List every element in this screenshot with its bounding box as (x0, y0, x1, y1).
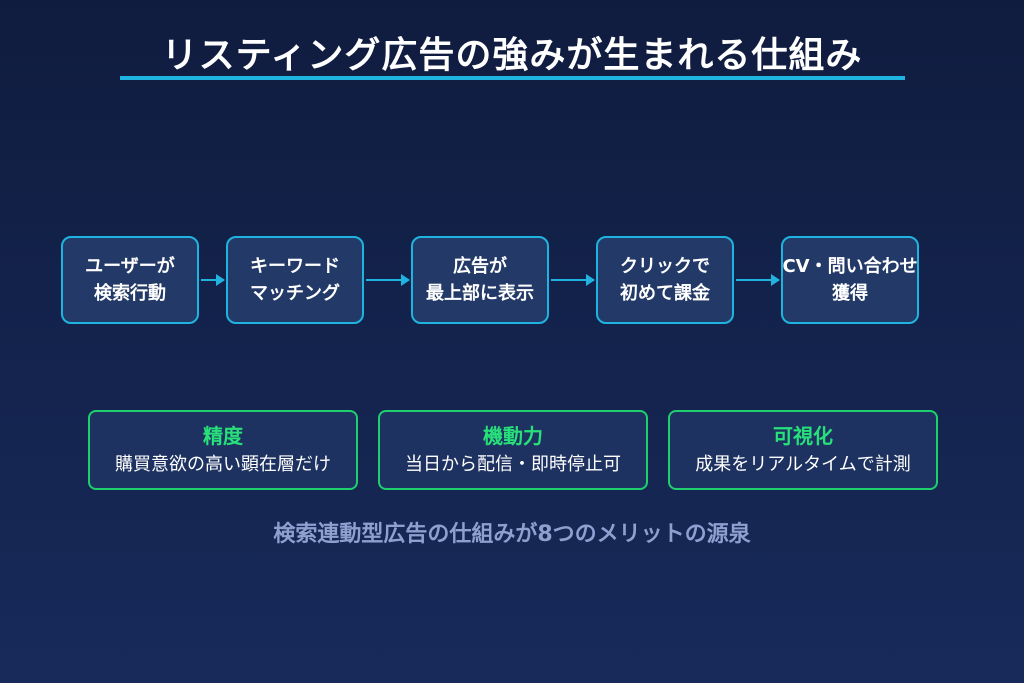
flow-step-label-line2: 初めて課金 (620, 283, 710, 304)
flow-arrow-3 (551, 274, 595, 286)
merit-title: 精度 (203, 424, 243, 448)
flow-step-label-line1: クリックで (620, 256, 710, 277)
title-underline (120, 76, 905, 80)
flow-step-search: ユーザーが 検索行動 (61, 236, 199, 324)
merit-title: 機動力 (483, 424, 543, 448)
footer-caption: 検索連動型広告の仕組みが8つのメリットの源泉 (273, 522, 751, 547)
flow-arrow-2 (366, 274, 410, 286)
merit-description: 成果をリアルタイムで計測 (695, 454, 911, 475)
flow-arrow-4 (736, 274, 780, 286)
flow-step-label-line1: 広告が (453, 256, 507, 277)
merit-description: 当日から配信・即時停止可 (405, 454, 621, 475)
merit-card-agility: 機動力 当日から配信・即時停止可 (378, 410, 648, 490)
flow-step-keyword-matching: キーワード マッチング (226, 236, 364, 324)
flow-step-label-line1: ユーザーが (85, 256, 175, 277)
flow-step-ad-display: 広告が 最上部に表示 (411, 236, 549, 324)
merit-card-precision: 精度 購買意欲の高い顕在層だけ (88, 410, 358, 490)
flow-step-label-line2: 検索行動 (94, 283, 166, 304)
flow-step-click-billing: クリックで 初めて課金 (596, 236, 734, 324)
merit-description: 購買意欲の高い顕在層だけ (115, 454, 331, 475)
page-title: リスティング広告の強みが生まれる仕組み (161, 35, 863, 76)
flow-step-label-line2: 獲得 (832, 283, 868, 304)
merit-card-visibility: 可視化 成果をリアルタイムで計測 (668, 410, 938, 490)
merit-title: 可視化 (773, 424, 833, 448)
flow-step-conversion: CV・問い合わせ 獲得 (781, 236, 919, 324)
flow-step-label-line1: キーワード (250, 256, 340, 277)
flow-step-label-line2: マッチング (250, 283, 340, 304)
flow-arrow-1 (201, 274, 225, 286)
flow-step-label-line2: 最上部に表示 (426, 283, 534, 304)
flow-step-label-line1: CV・問い合わせ (782, 256, 918, 277)
